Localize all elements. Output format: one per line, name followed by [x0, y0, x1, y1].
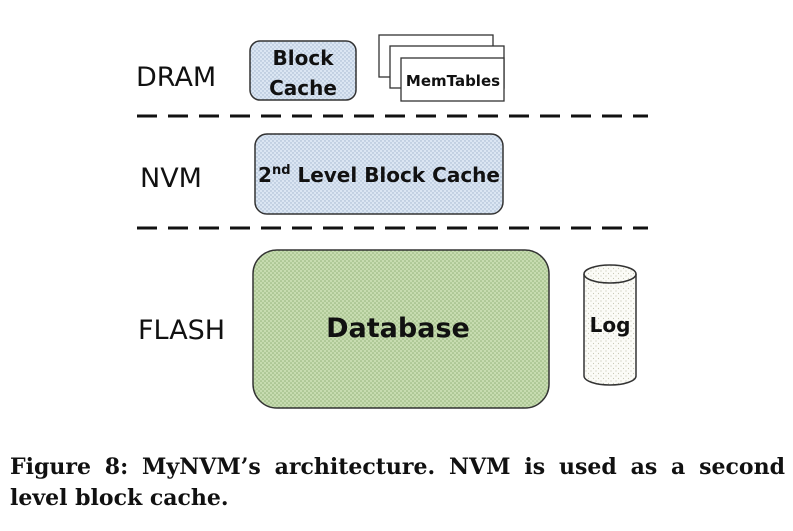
log-cylinder: Log [583, 264, 637, 386]
second-level-block-cache-label: 2nd Level Block Cache [258, 163, 500, 187]
database-label: Database [326, 313, 470, 344]
tier-label-dram: DRAM [136, 62, 216, 93]
memtables-stack: MemTables [378, 34, 505, 102]
block-cache-label-line1: Block [273, 46, 335, 70]
second-level-block-cache-box: 2nd Level Block Cache [254, 133, 504, 215]
tier-label-flash: FLASH [138, 315, 225, 346]
architecture-diagram: DRAM NVM FLASH Block Cache MemTables 2nd… [136, 34, 648, 409]
figure-caption: Figure 8: MyNVM’s architecture. NVM is u… [10, 454, 785, 511]
memtables-label: MemTables [406, 72, 500, 90]
log-label: Log [590, 313, 631, 337]
tier-label-nvm: NVM [140, 163, 202, 194]
block-cache-label-line2: Cache [269, 76, 337, 100]
database-box: Database [252, 249, 550, 409]
block-cache-box: Block Cache [249, 40, 357, 101]
